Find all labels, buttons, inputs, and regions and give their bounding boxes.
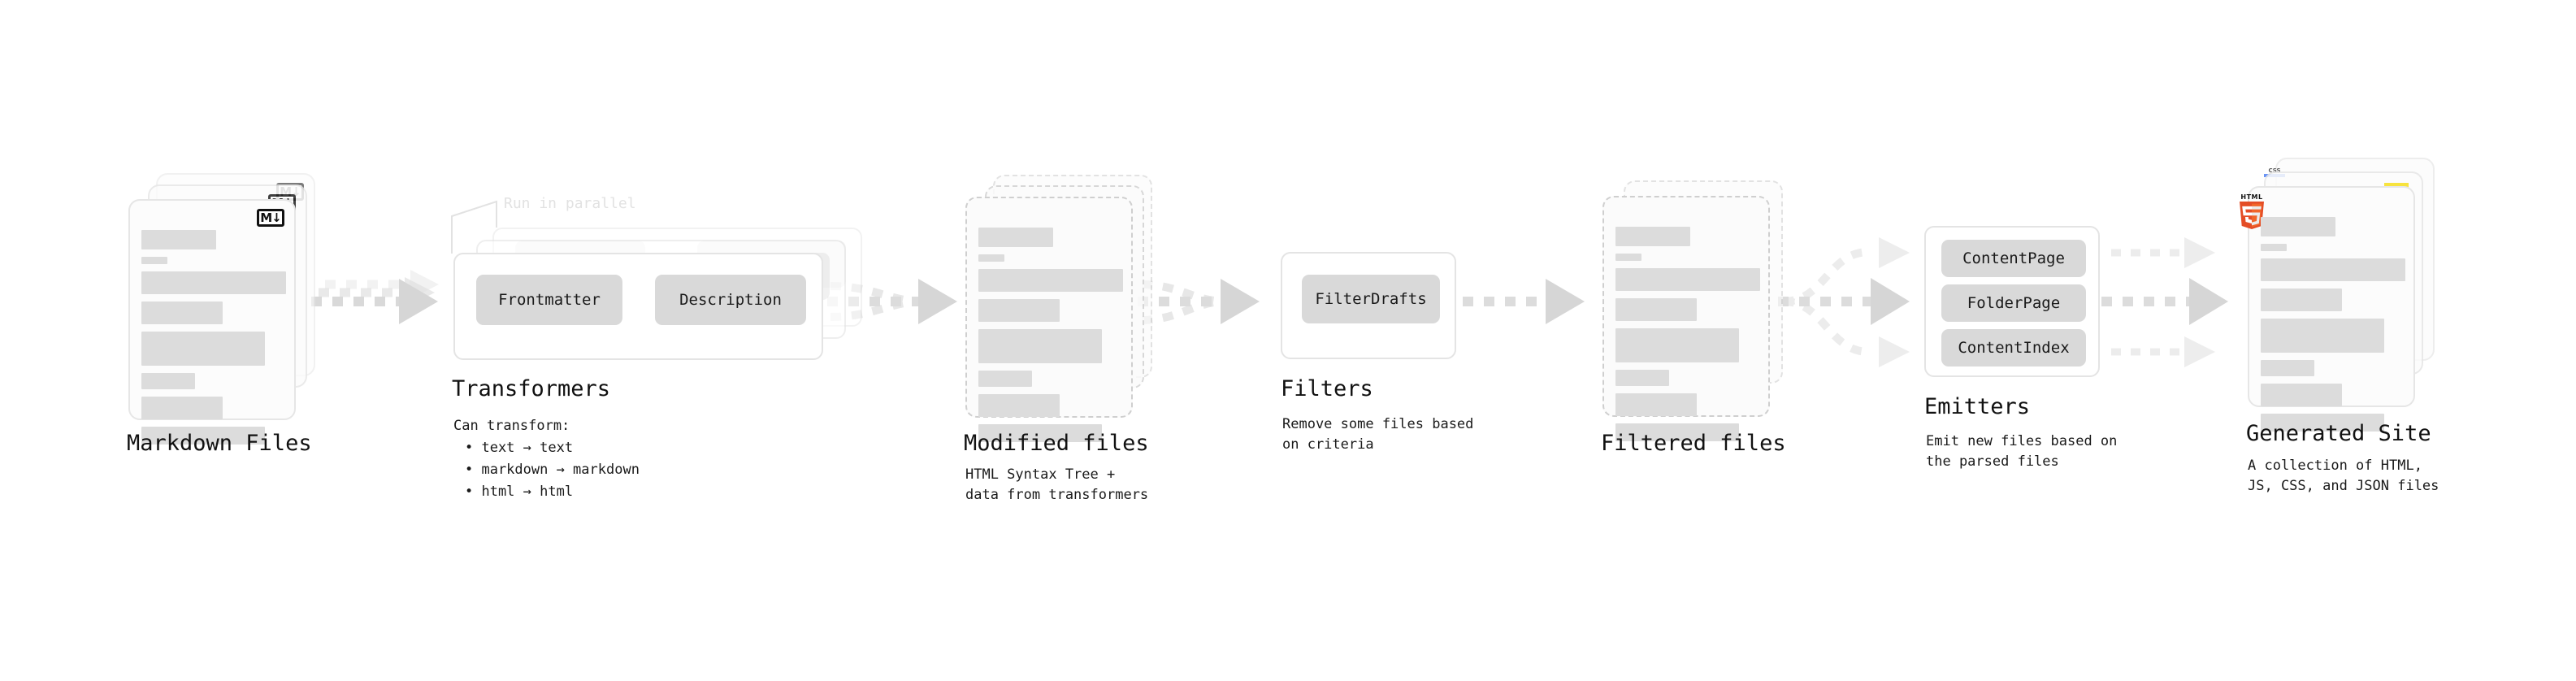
card-bar bbox=[1615, 328, 1739, 362]
card-bar bbox=[141, 332, 265, 366]
card-bar bbox=[2261, 414, 2384, 432]
arrow-modified-to-filters bbox=[1138, 279, 1260, 324]
chip-filterdrafts[interactable]: FilterDrafts bbox=[1302, 275, 1440, 323]
arrow-markdown-to-transformers bbox=[311, 270, 439, 324]
card-bar bbox=[1615, 227, 1690, 246]
markdown-badge: M↓ bbox=[257, 209, 284, 227]
card-placeholder-lines bbox=[2261, 217, 2405, 439]
card-placeholder-lines bbox=[141, 230, 286, 452]
card-bar bbox=[2261, 288, 2342, 311]
card-bar bbox=[978, 329, 1102, 363]
stage-title-markdown-files: Markdown Files bbox=[127, 431, 312, 456]
generated-site-subtitle: A collection of HTML, JS, CSS, and JSON … bbox=[2248, 458, 2439, 494]
card-placeholder-lines bbox=[978, 228, 1123, 449]
arrow-filters-to-filtered bbox=[1463, 279, 1585, 324]
transformers-bullet-0: • text → text bbox=[465, 440, 574, 456]
card-bar bbox=[141, 271, 286, 294]
css3-badge-label: CSS bbox=[2268, 167, 2281, 174]
card-bar bbox=[2261, 319, 2384, 353]
card-bar bbox=[2261, 244, 2287, 251]
transformer-group-front[interactable]: Frontmatter Description bbox=[453, 253, 823, 360]
html5-badge: HTML bbox=[2238, 193, 2266, 229]
emitters-subtitle: Emit new files based on the parsed files bbox=[1926, 433, 2118, 470]
arrow-emitters-to-generated bbox=[2101, 237, 2228, 367]
run-in-parallel-label: Run in parallel bbox=[504, 195, 636, 212]
filters-group[interactable]: FilterDrafts bbox=[1281, 252, 1456, 359]
html5-badge-label: HTML bbox=[2240, 193, 2263, 201]
card-placeholder-lines bbox=[1615, 227, 1760, 449]
filters-subtitle: Remove some files based on criteria bbox=[1282, 416, 1474, 453]
card-bar bbox=[141, 373, 195, 389]
stage-title-generated-site: Generated Site bbox=[2246, 421, 2431, 446]
card-bar bbox=[141, 301, 223, 324]
card-bar bbox=[1615, 423, 1739, 441]
emitters-group[interactable]: ContentPage FolderPage ContentIndex bbox=[1924, 226, 2100, 377]
card-bar bbox=[2261, 217, 2335, 236]
transformers-bullet-1: • markdown → markdown bbox=[465, 462, 640, 478]
stage-title-transformers: Transformers bbox=[452, 376, 611, 401]
card-bar bbox=[141, 230, 216, 249]
chip-contentpage[interactable]: ContentPage bbox=[1941, 240, 2086, 277]
card-bar bbox=[978, 371, 1032, 387]
card-bar bbox=[141, 397, 223, 419]
card-bar bbox=[1615, 268, 1760, 291]
card-bar bbox=[1615, 254, 1641, 261]
transformers-bullet-2: • html → html bbox=[465, 484, 574, 500]
card-bar bbox=[978, 424, 1102, 442]
markdown-card-front[interactable]: M↓ bbox=[128, 199, 296, 445]
card-bar bbox=[978, 228, 1053, 247]
card-bar bbox=[1615, 393, 1697, 416]
modified-files-subtitle: HTML Syntax Tree + data from transformer… bbox=[965, 466, 1149, 503]
card-bar bbox=[1615, 370, 1669, 386]
card-bar bbox=[978, 394, 1060, 417]
card-bar bbox=[1615, 298, 1697, 321]
modified-card-front[interactable] bbox=[965, 197, 1133, 442]
card-bar bbox=[978, 269, 1123, 292]
arrow-filtered-to-emitters bbox=[1778, 237, 1910, 367]
chip-description[interactable]: Description bbox=[655, 275, 806, 325]
chip-folderpage[interactable]: FolderPage bbox=[1941, 284, 2086, 322]
chip-contentindex[interactable]: ContentIndex bbox=[1941, 329, 2086, 367]
card-bar bbox=[141, 257, 167, 264]
filtered-card-front[interactable] bbox=[1602, 196, 1770, 441]
stage-title-modified-files: Modified files bbox=[964, 431, 1149, 456]
stage-title-filtered-files: Filtered files bbox=[1601, 431, 1786, 456]
card-bar bbox=[978, 254, 1004, 262]
card-bar bbox=[2261, 360, 2314, 376]
stage-title-filters: Filters bbox=[1281, 376, 1373, 401]
card-bar bbox=[2261, 258, 2405, 281]
card-bar bbox=[978, 299, 1060, 322]
generated-card-front[interactable]: HTML bbox=[2240, 186, 2415, 432]
card-bar bbox=[141, 427, 265, 445]
stage-title-emitters: Emitters bbox=[1924, 394, 2031, 419]
chip-frontmatter[interactable]: Frontmatter bbox=[476, 275, 622, 325]
card-bar bbox=[2261, 384, 2342, 406]
transformers-subtitle: Can transform: bbox=[453, 418, 570, 434]
